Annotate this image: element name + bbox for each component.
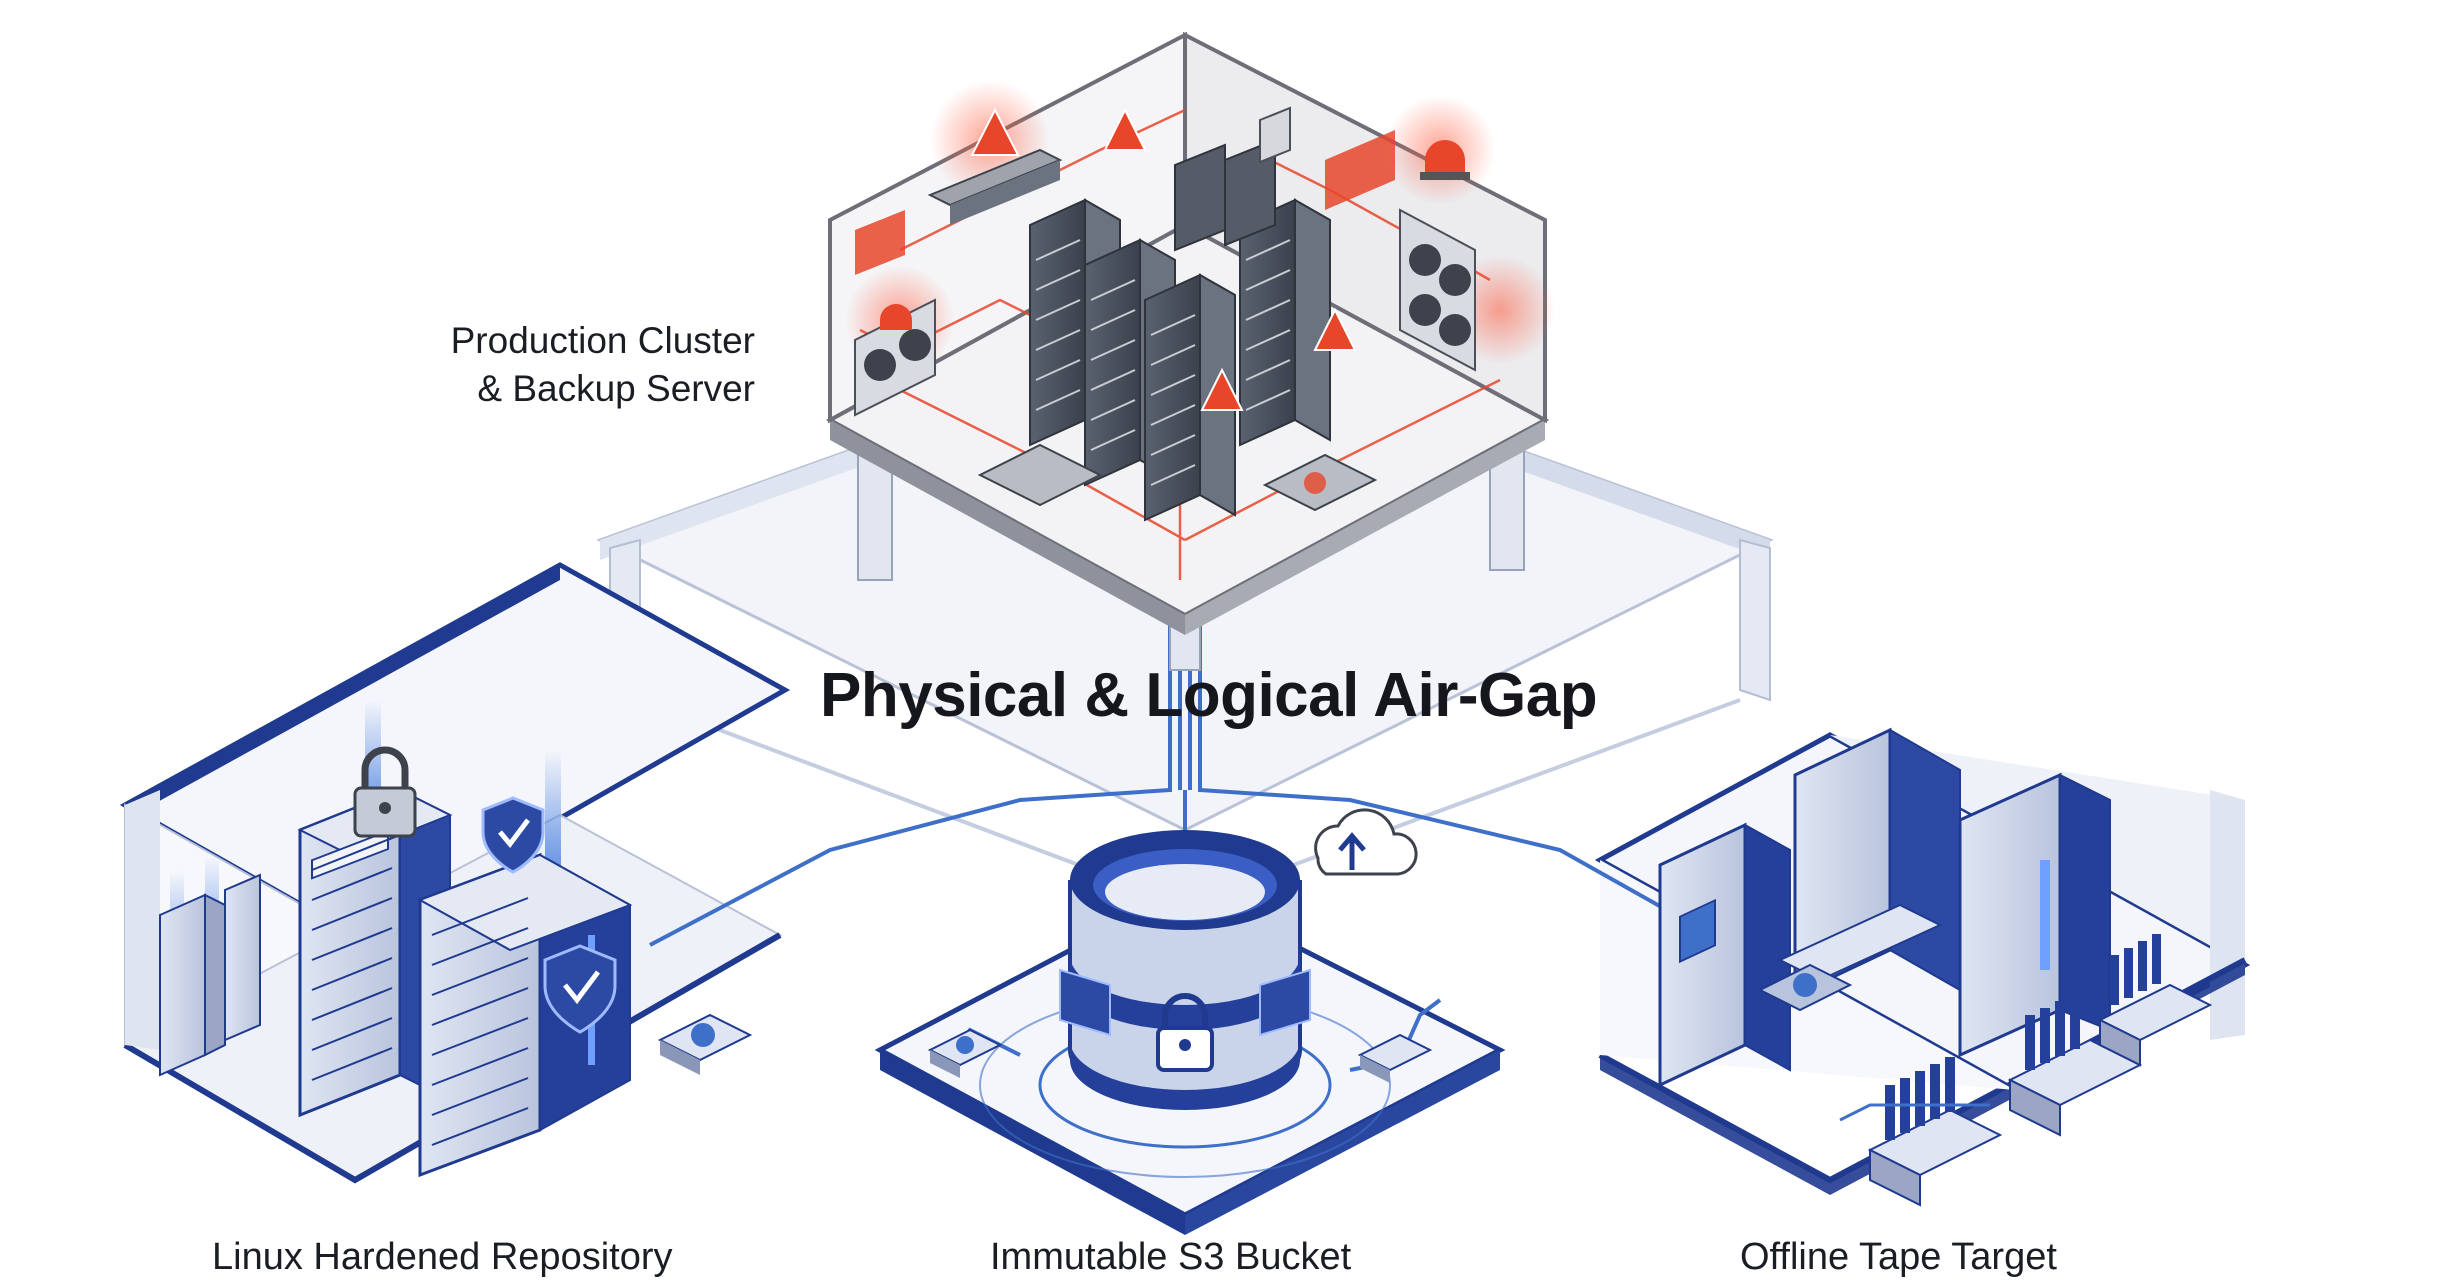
padlock-icon	[353, 746, 417, 838]
alert-display-icon	[855, 106, 1395, 275]
s3-bucket-icon	[1059, 830, 1311, 1110]
server-rack-icon	[1029, 138, 1331, 522]
cooling-unit-icon	[854, 208, 1476, 417]
s3-bucket-label: Immutable S3 Bucket	[990, 1236, 1352, 1278]
padlock-icon	[1156, 993, 1214, 1072]
network-switch-icon	[927, 148, 1378, 512]
tape-target-label: Offline Tape Target	[1740, 1236, 2057, 1278]
production-label-line2: & Backup Server	[477, 368, 755, 409]
cloud-upload-icon	[1314, 808, 1418, 876]
warning-icon	[970, 107, 1357, 411]
tape-library-icon	[1658, 727, 2213, 1207]
storage-drive-icon	[927, 1028, 1433, 1083]
shield-check-icon	[481, 796, 617, 1034]
storage-drive-icon	[657, 1013, 753, 1075]
production-label-line1: Production Cluster	[450, 320, 755, 361]
production-cluster-box	[825, 31, 1555, 671]
diagram-title: Physical & Logical Air-Gap	[820, 661, 1598, 730]
linux-repository-label: Linux Hardened Repository	[212, 1236, 673, 1278]
alarm-beacon-icon	[880, 140, 1470, 330]
